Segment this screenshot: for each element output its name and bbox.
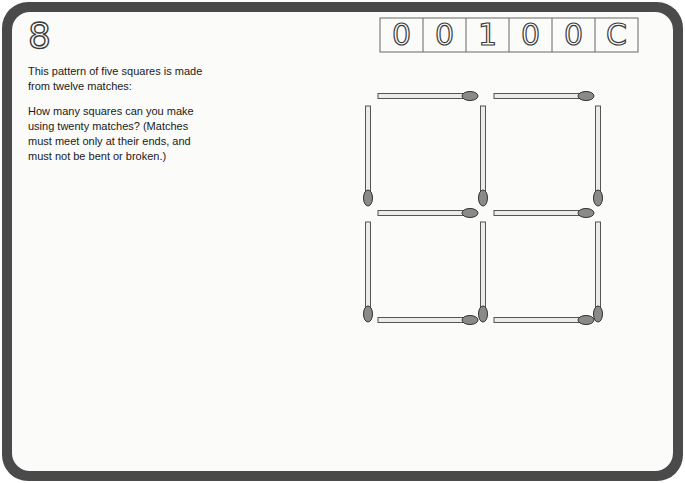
answer-digit: 0 — [509, 18, 552, 52]
answer-digit: 0 — [380, 18, 423, 52]
answer-digit: C — [595, 18, 638, 52]
intro-text: This pattern of five squares is made fro… — [28, 64, 206, 94]
answer-cells — [380, 18, 638, 52]
answer-digit: 1 — [466, 18, 509, 52]
answer-digit: 0 — [423, 18, 466, 52]
question-text: How many squares can you make using twen… — [28, 104, 206, 164]
answer-digit: 0 — [552, 18, 595, 52]
puzzle-number: 8 — [28, 16, 51, 56]
